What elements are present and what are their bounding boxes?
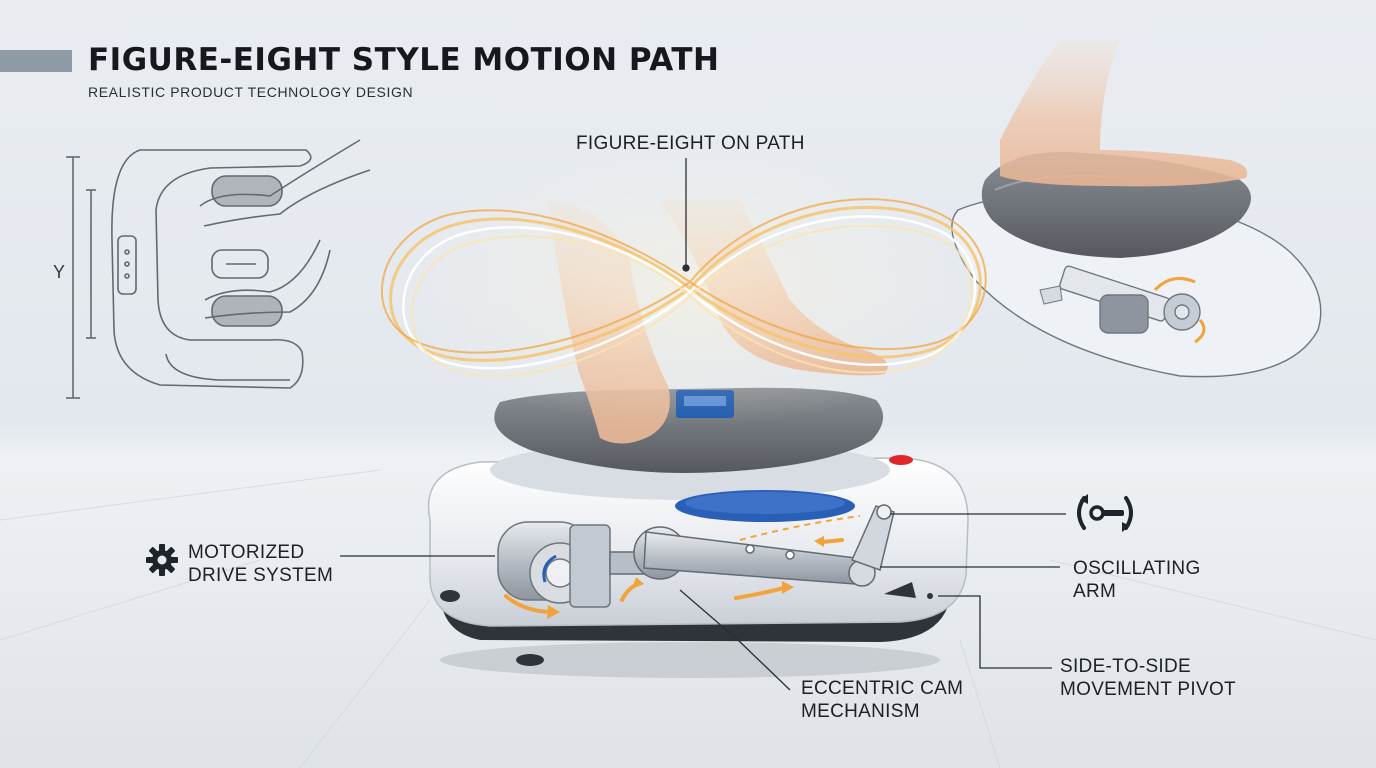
callout-cam-line1: ECCENTRIC CAM xyxy=(801,678,964,699)
callout-figure-eight: FIGURE-EIGHT ON PATH xyxy=(576,133,805,154)
callout-motorized-line2: DRIVE SYSTEM xyxy=(188,565,334,586)
callout-arm-line1: OSCILLATING xyxy=(1073,558,1201,579)
callout-oscillating-arm: OSCILLATING ARM xyxy=(1073,557,1201,603)
page-title: FIGURE-EIGHT STYLE MOTION PATH xyxy=(88,42,720,78)
callout-pivot-line2: MOVEMENT PIVOT xyxy=(1060,679,1236,700)
main-device xyxy=(427,387,969,678)
axis-label-y: Y xyxy=(53,262,66,282)
leader-lines xyxy=(340,158,1066,691)
callout-cam-line2: MECHANISM xyxy=(801,701,920,722)
callout-eccentric-cam: ECCENTRIC CAM MECHANISM xyxy=(801,677,963,723)
perspective-sketch xyxy=(951,40,1322,378)
figure-eight-path xyxy=(381,148,990,428)
page-subtitle: REALISTIC PRODUCT TECHNOLOGY DESIGN xyxy=(88,84,414,100)
gear-icon xyxy=(146,544,178,576)
callout-motorized-drive: MOTORIZED DRIVE SYSTEM xyxy=(188,541,333,587)
callout-side-to-side-pivot: SIDE-TO-SIDE MOVEMENT PIVOT xyxy=(1060,655,1236,701)
title-accent-bar xyxy=(0,50,72,72)
callout-pivot-line1: SIDE-TO-SIDE xyxy=(1060,656,1191,677)
side-view-sketch xyxy=(66,139,371,399)
callout-arm-line2: ARM xyxy=(1073,581,1117,602)
callout-motorized-line1: MOTORIZED xyxy=(188,542,305,563)
oscillation-icon xyxy=(1077,494,1133,532)
